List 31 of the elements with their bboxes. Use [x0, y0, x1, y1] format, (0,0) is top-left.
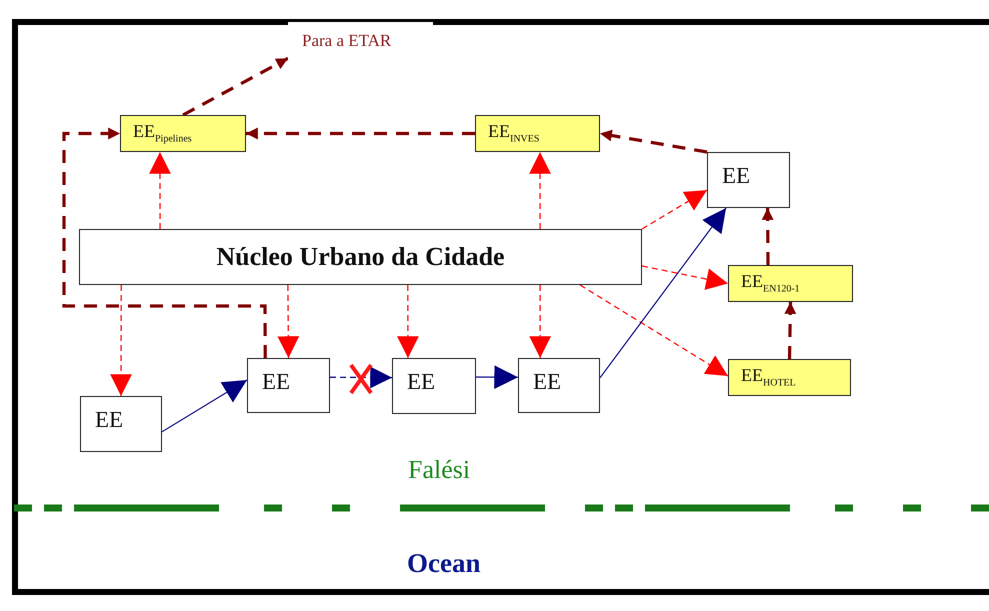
- cliff-label: Falési: [408, 455, 470, 485]
- arrow: [642, 265, 728, 290]
- arrow: [762, 208, 774, 266]
- ocean-label: Ocean: [407, 548, 480, 579]
- arrow: [330, 366, 392, 388]
- arrow: [149, 152, 171, 229]
- station-box: EE: [247, 358, 330, 413]
- station-box: EE: [707, 152, 790, 208]
- arrow: [529, 152, 551, 229]
- station-box: EE$_{Pipelines}$: [120, 115, 246, 152]
- arrow: [277, 285, 300, 358]
- arrow: [476, 365, 518, 389]
- arrow: [580, 284, 728, 377]
- station-box: EE: [518, 358, 600, 413]
- arrow: [397, 285, 419, 358]
- arrow: [62, 128, 267, 358]
- arrow: [642, 190, 708, 230]
- station-box: EE$_{INVES}$: [475, 115, 600, 152]
- station-box: EE: [80, 396, 162, 452]
- arrow: [784, 302, 796, 360]
- arrow: [110, 285, 132, 396]
- area-box: Núcleo Urbano da Cidade: [79, 229, 642, 285]
- station-box: EE$_{HOTEL}$: [728, 359, 851, 396]
- arrow: [182, 56, 289, 116]
- station-box: EE: [392, 358, 476, 414]
- arrow: [529, 285, 552, 358]
- arrow: [600, 208, 727, 378]
- arrow: [162, 380, 248, 432]
- arrow: [600, 130, 708, 154]
- arrow: [246, 128, 475, 140]
- station-box: EE$_{EN120-1}$: [728, 265, 853, 302]
